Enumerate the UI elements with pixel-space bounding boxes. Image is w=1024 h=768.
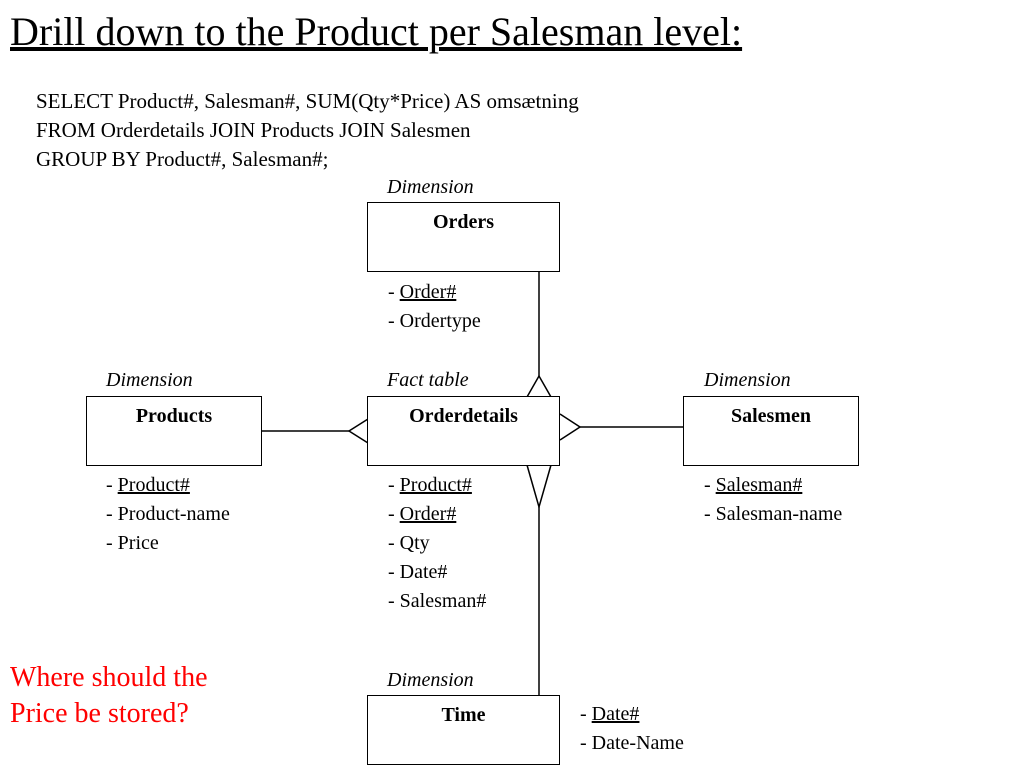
salesmen-entity-name: Salesmen (731, 405, 811, 427)
sql-line-select: SELECT Product#, Salesman#, SUM(Qty*Pric… (36, 89, 579, 113)
salesmen-attribute: - Salesman# (704, 474, 803, 496)
products-entity-box: Products (86, 396, 262, 466)
orders-attribute: - Order# (388, 281, 457, 303)
time-attribute: - Date-Name (580, 732, 684, 754)
orderdetails-attribute: - Order# (388, 503, 457, 525)
crowsfoot-bottom (526, 464, 552, 510)
sql-line-group-by: GROUP BY Product#, Salesman#; (36, 147, 329, 171)
orderdetails-attribute: - Salesman# (388, 590, 487, 612)
orders-entity-box: Orders (367, 202, 560, 272)
orderdetails-attribute: - Qty (388, 532, 430, 554)
orderdetails-attributes: - Product# - Order# - Qty - Date# - Sale… (388, 471, 486, 616)
orderdetails-attribute: - Date# (388, 561, 448, 583)
price-storage-question: Where should the Price be stored? (10, 660, 208, 732)
time-entity-box: Time (367, 695, 560, 765)
products-role-label: Dimension (106, 369, 193, 391)
time-role-label: Dimension (387, 669, 474, 691)
sql-query: SELECT Product#, Salesman#, SUM(Qty*Pric… (36, 87, 579, 174)
crowsfoot-top (526, 374, 552, 398)
orderdetails-attribute: - Product# (388, 474, 472, 496)
orderdetails-role-label: Fact table (387, 369, 469, 391)
orderdetails-entity-name: Orderdetails (409, 405, 518, 427)
question-line-1: Where should the (10, 662, 208, 693)
crowsfoot-right (559, 413, 582, 441)
products-attribute: - Price (106, 532, 159, 554)
question-line-2: Price be stored? (10, 698, 189, 729)
time-attribute: - Date# (580, 703, 640, 725)
salesmen-attributes: - Salesman# - Salesman-name (704, 471, 842, 529)
time-attributes: - Date# - Date-Name (580, 700, 684, 758)
salesmen-role-label: Dimension (704, 369, 791, 391)
products-attribute: - Product# (106, 474, 190, 496)
slide-title: Drill down to the Product per Salesman l… (10, 9, 743, 54)
orders-role-label: Dimension (387, 176, 474, 198)
orders-attribute: - Ordertype (388, 310, 481, 332)
products-attribute: - Product-name (106, 503, 230, 525)
products-attributes: - Product# - Product-name - Price (106, 471, 230, 558)
time-entity-name: Time (441, 704, 486, 726)
orders-attributes: - Order# - Ordertype (388, 278, 481, 336)
products-entity-name: Products (135, 405, 213, 427)
orderdetails-entity-box: Orderdetails (367, 396, 560, 466)
salesmen-attribute: - Salesman-name (704, 503, 843, 525)
crowsfoot-left (347, 418, 369, 444)
sql-line-from: FROM Orderdetails JOIN Products JOIN Sal… (36, 118, 471, 142)
orders-entity-name: Orders (432, 211, 495, 233)
salesmen-entity-box: Salesmen (683, 396, 859, 466)
